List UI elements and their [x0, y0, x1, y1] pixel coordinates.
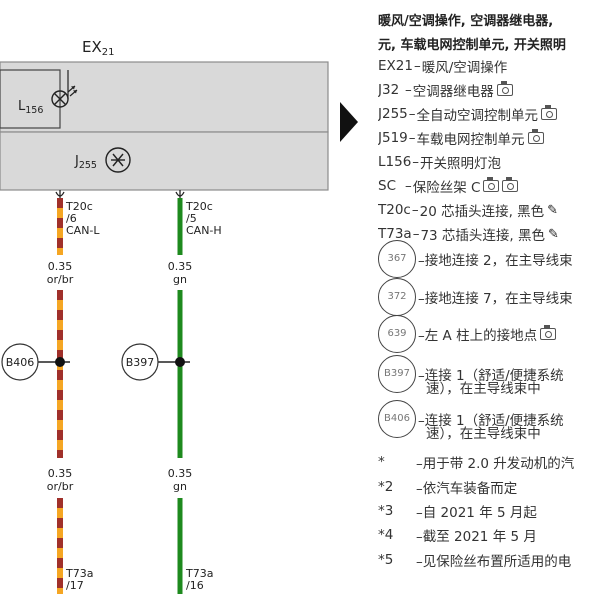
connector-label: T20c — [65, 200, 93, 213]
camera-icon[interactable] — [541, 105, 557, 120]
connector-label: T73a — [65, 567, 93, 580]
junction-dot — [55, 357, 65, 367]
legend-note-5: *5–见保险丝布置所适用的电 — [378, 552, 572, 570]
legend-ground-b406: B406–连接 1（舒适/便捷系统 速），在主导线束中 — [378, 400, 600, 444]
legend-ground-367: 367–接地连接 2，在主导线束 — [378, 240, 573, 278]
legend-ground-639: 639–左 A 柱上的接地点 — [378, 315, 557, 353]
camera-icon[interactable] — [502, 177, 519, 192]
wire-size-label: 0.35 — [168, 260, 193, 273]
splice-label: B406 — [6, 356, 35, 369]
signal-label: CAN-H — [186, 224, 222, 237]
pin-label: /5 — [186, 212, 197, 225]
wire-size-label: 0.35 — [168, 467, 193, 480]
wire-color-label: or/br — [47, 273, 74, 286]
signal-label: CAN-L — [66, 224, 100, 237]
splice-circle — [121, 343, 159, 381]
legend-item-j255: J255–全自动空调控制单元 — [378, 104, 557, 124]
connector-label: T20c — [185, 200, 213, 213]
camera-icon[interactable] — [527, 129, 544, 144]
wiring-diagram: EX21 L156 J255 — [0, 38, 329, 594]
wiring-diagram-svg: EX21 L156 J255 — [0, 38, 329, 594]
plug-icon[interactable]: ✎ — [547, 202, 559, 218]
wire-color-label: gn — [173, 273, 187, 286]
connector-label: T73a — [185, 567, 213, 580]
legend-note-2: *2–依汽车装备而定 — [378, 479, 518, 497]
legend-ground-b397: B397–连接 1（舒适/便捷系统 速），在主导线束中 — [378, 355, 600, 399]
camera-icon[interactable] — [496, 81, 513, 96]
wire-size-label: 0.35 — [48, 467, 73, 480]
ex21-label: EX21 — [82, 38, 115, 58]
j255-label: J255 — [74, 154, 97, 171]
legend-item-t73a: T73a–73 芯插头连接, 黑色✎ — [378, 226, 559, 244]
splice-circle — [1, 343, 39, 381]
legend-note-3: *3–自 2021 年 5 月起 — [378, 503, 537, 521]
l156-label: L156 — [18, 99, 43, 116]
legend: 暖风/空调操作, 空调器继电器, 元, 车载电网控制单元, 开关照明 EX21–… — [378, 0, 600, 594]
legend-item-t20c: T20c–20 芯插头连接, 黑色✎ — [378, 202, 559, 220]
camera-icon[interactable] — [483, 177, 500, 192]
wires: T20c/6CAN-L0.35or/br0.35or/brT73a/17B406… — [1, 190, 222, 594]
j255-panel — [0, 131, 329, 191]
pin-label: /16 — [186, 579, 204, 592]
camera-icon[interactable] — [540, 325, 557, 340]
arrow-right-icon — [338, 100, 360, 144]
legend-item-l156: L156–开关照明灯泡 — [378, 154, 502, 172]
lamp-icon — [51, 70, 78, 108]
legend-item-j32: J32–空调器继电器 — [378, 80, 513, 100]
control-unit-icon — [105, 147, 131, 173]
legend-item-ex21: EX21–暖风/空调操作 — [378, 58, 508, 76]
legend-item-j519: J519–车载电网控制单元 — [378, 128, 544, 148]
wire-color-label: gn — [173, 480, 187, 493]
splice-label: B397 — [126, 356, 155, 369]
legend-item-sc: SC–保险丝架 C — [378, 176, 519, 196]
wire-color-label: or/br — [47, 480, 74, 493]
wire-size-label: 0.35 — [48, 260, 73, 273]
pin-label: /17 — [66, 579, 84, 592]
legend-title-line1: 暖风/空调操作, 空调器继电器, — [378, 14, 554, 29]
legend-title-line2: 元, 车载电网控制单元, 开关照明 — [378, 38, 566, 53]
pin-label: /6 — [66, 212, 77, 225]
legend-note-1: *–用于带 2.0 升发动机的汽 — [378, 454, 575, 472]
legend-note-4: *4–截至 2021 年 5 月 — [378, 527, 537, 545]
junction-dot — [175, 357, 185, 367]
l156-box — [0, 69, 61, 129]
legend-ground-372: 372–接地连接 7，在主导线束 — [378, 278, 573, 316]
plug-icon[interactable]: ✎ — [548, 226, 559, 242]
